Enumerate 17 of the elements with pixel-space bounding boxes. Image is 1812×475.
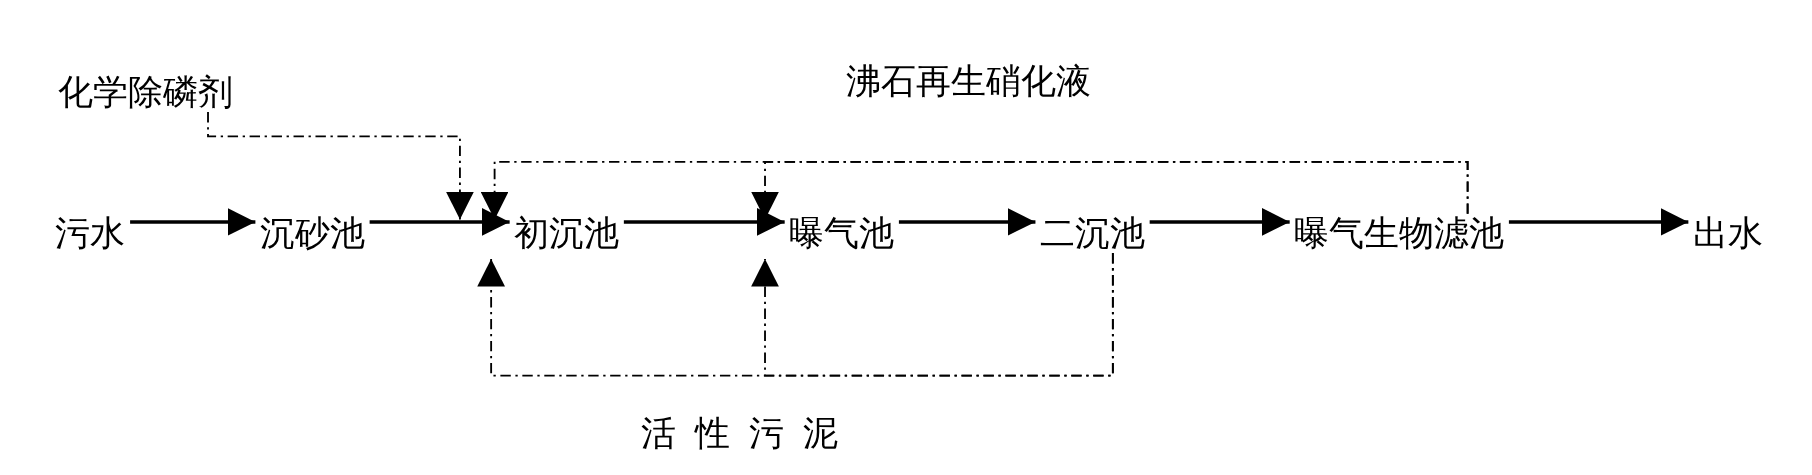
process-label: 出水 [1692, 216, 1763, 251]
flow-arrow [369, 208, 510, 236]
flow-arrow [1149, 208, 1290, 236]
process-label: 污水 [55, 216, 126, 251]
process-label: 曝气池 [789, 216, 895, 251]
flow-arrow [898, 208, 1036, 236]
process-label: 化学除磷剂 [57, 75, 233, 110]
process-label: 二沉池 [1040, 216, 1146, 251]
process-label: 沉砂池 [260, 216, 365, 251]
edge-label: 沸石再生硝化液 [843, 63, 1093, 99]
return-arrow [751, 252, 1114, 377]
flow-arrow [1508, 208, 1689, 236]
process-label: 曝气生物滤池 [1294, 216, 1505, 251]
process-label: 初沉池 [514, 216, 620, 251]
return-arrow [207, 111, 474, 221]
flow-arrow [623, 208, 785, 236]
flow-arrow [130, 208, 256, 236]
